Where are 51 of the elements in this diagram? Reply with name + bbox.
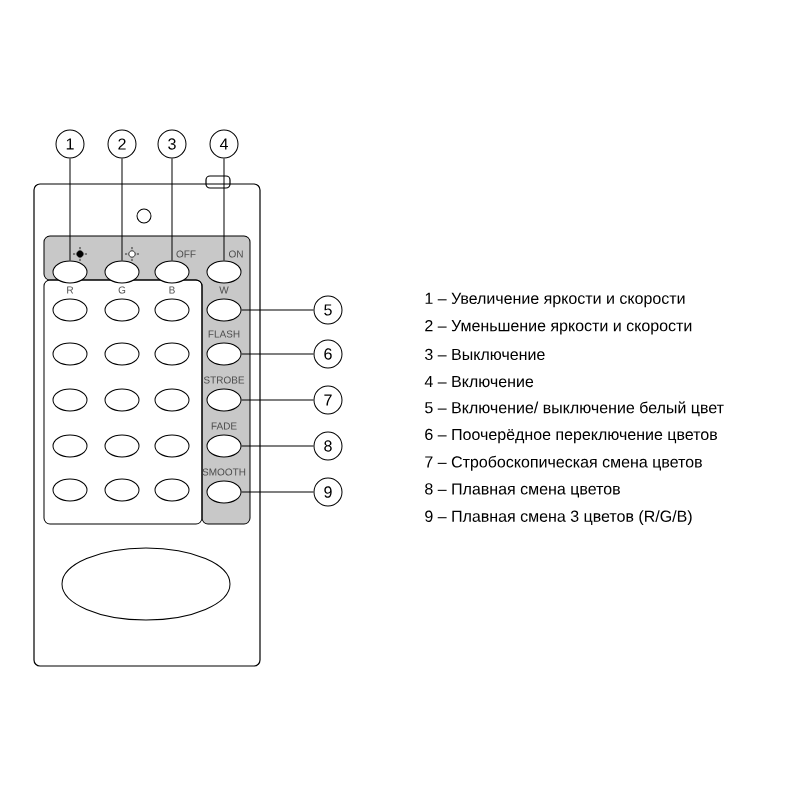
button [206,260,242,284]
legend-text: 2 – Уменьшение яркости и скорости [425,319,692,335]
leader-line [241,445,314,447]
button [154,434,190,458]
legend-text: 7 – Стробоскопическая смена цветов [425,455,702,471]
leader-line [241,399,314,401]
button [154,342,190,366]
button [52,260,88,284]
button [206,480,242,504]
callout-number: 3 [157,129,187,159]
callout-number: 7 [313,385,343,415]
button [154,388,190,412]
button [104,298,140,322]
leader-line [171,158,173,261]
button [154,260,190,284]
callout-number: 4 [209,129,239,159]
button [52,388,88,412]
leader-line [241,491,314,493]
legend-text: 3 – Выключение [425,348,545,361]
legend-text: 8 – Плавная смена цветов [425,483,620,498]
button [104,388,140,412]
button [52,434,88,458]
button [154,298,190,322]
button [52,298,88,322]
leader-line [241,353,314,355]
button [206,388,242,412]
callout-number: 5 [313,295,343,325]
button [206,342,242,366]
callout-number: 8 [313,431,343,461]
callout-number: 1 [55,129,85,159]
button [206,434,242,458]
button [52,342,88,366]
legend-text: 4 – Включение [424,376,534,388]
button [104,260,140,284]
callout-number: 6 [313,339,343,369]
leader-line [241,309,314,311]
button [104,434,140,458]
legend-text: 6 – Поочерёдное переключение цветов [425,428,717,444]
leader-line [69,158,71,261]
callout-number: 9 [313,477,343,507]
button [206,298,242,322]
display-window [61,547,231,621]
button [104,342,140,366]
legend-text: 1 – Увеличение яркости и скорости [425,292,685,308]
leader-line [121,158,123,261]
legend-text: 5 – Включение/ выключение белый цвет [425,401,724,417]
legend-text: 9 – Плавная смена 3 цветов (R/G/B) [425,510,692,526]
button [52,478,88,502]
button [154,478,190,502]
callout-number: 2 [107,129,137,159]
button [104,478,140,502]
